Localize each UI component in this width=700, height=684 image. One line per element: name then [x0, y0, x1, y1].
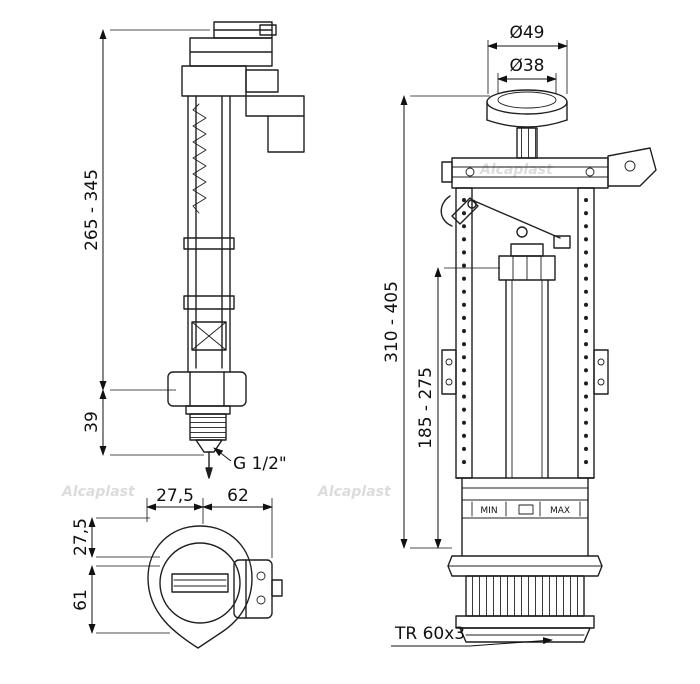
flush-valve-dimensions: Ø49 Ø38 310 - 405 185 - 275 TR 60x3	[382, 23, 568, 647]
watermark-text: Alcaplast	[317, 484, 392, 500]
watermark-text: Alcaplast	[479, 162, 554, 178]
dim-flush-valve-total-height: 310 - 405	[382, 281, 402, 363]
max-level-label: MAX	[550, 506, 570, 516]
dim-button-inner-diameter: Ø38	[509, 56, 544, 76]
dim-fill-valve-height: 265 - 345	[82, 169, 102, 251]
dim-bottom-view-depth-bottom: 61	[71, 589, 91, 611]
dim-bottom-view-depth-top: 27,5	[71, 518, 91, 556]
water-level-markings: MIN MAX	[480, 506, 570, 516]
dim-fill-valve-shank: 39	[82, 411, 102, 433]
watermark-text: Alcaplast	[61, 484, 136, 500]
fill-valve-front-view	[167, 21, 305, 479]
dim-fill-valve-thread: G 1/2"	[233, 454, 287, 474]
dim-flush-valve-inner-height: 185 - 275	[416, 367, 436, 449]
fill-valve-bottom-view	[147, 525, 283, 649]
dim-bottom-view-offset-right: 62	[227, 486, 249, 506]
dim-bottom-view-offset-left: 27,5	[156, 486, 194, 506]
dim-button-outer-diameter: Ø49	[509, 23, 544, 43]
fill-valve-dimensions: 265 - 345 39 G 1/2" 27,5 62 27,5 61	[71, 29, 287, 634]
min-level-label: MIN	[480, 506, 497, 516]
dim-flush-valve-thread: TR 60x3	[394, 624, 465, 644]
flush-valve-front-view	[440, 89, 657, 643]
brand-watermark: Alcaplast Alcaplast Alcaplast	[61, 162, 554, 500]
